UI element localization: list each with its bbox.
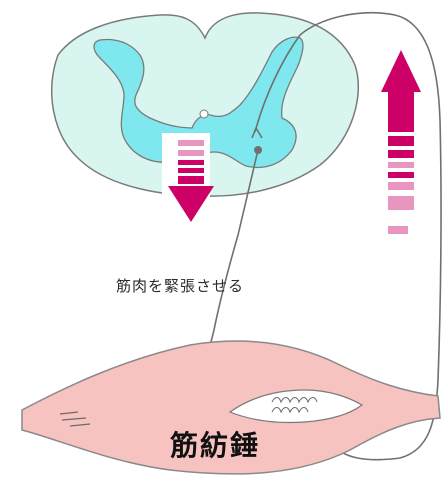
down-arrow-icon <box>162 133 214 222</box>
motor-neuron-cell <box>254 146 262 154</box>
spindle-label: 筋紡錘 <box>170 424 260 464</box>
up-arrow-icon <box>381 50 421 234</box>
central-canal <box>200 110 208 118</box>
tension-label: 筋肉を緊張させる <box>116 275 244 296</box>
